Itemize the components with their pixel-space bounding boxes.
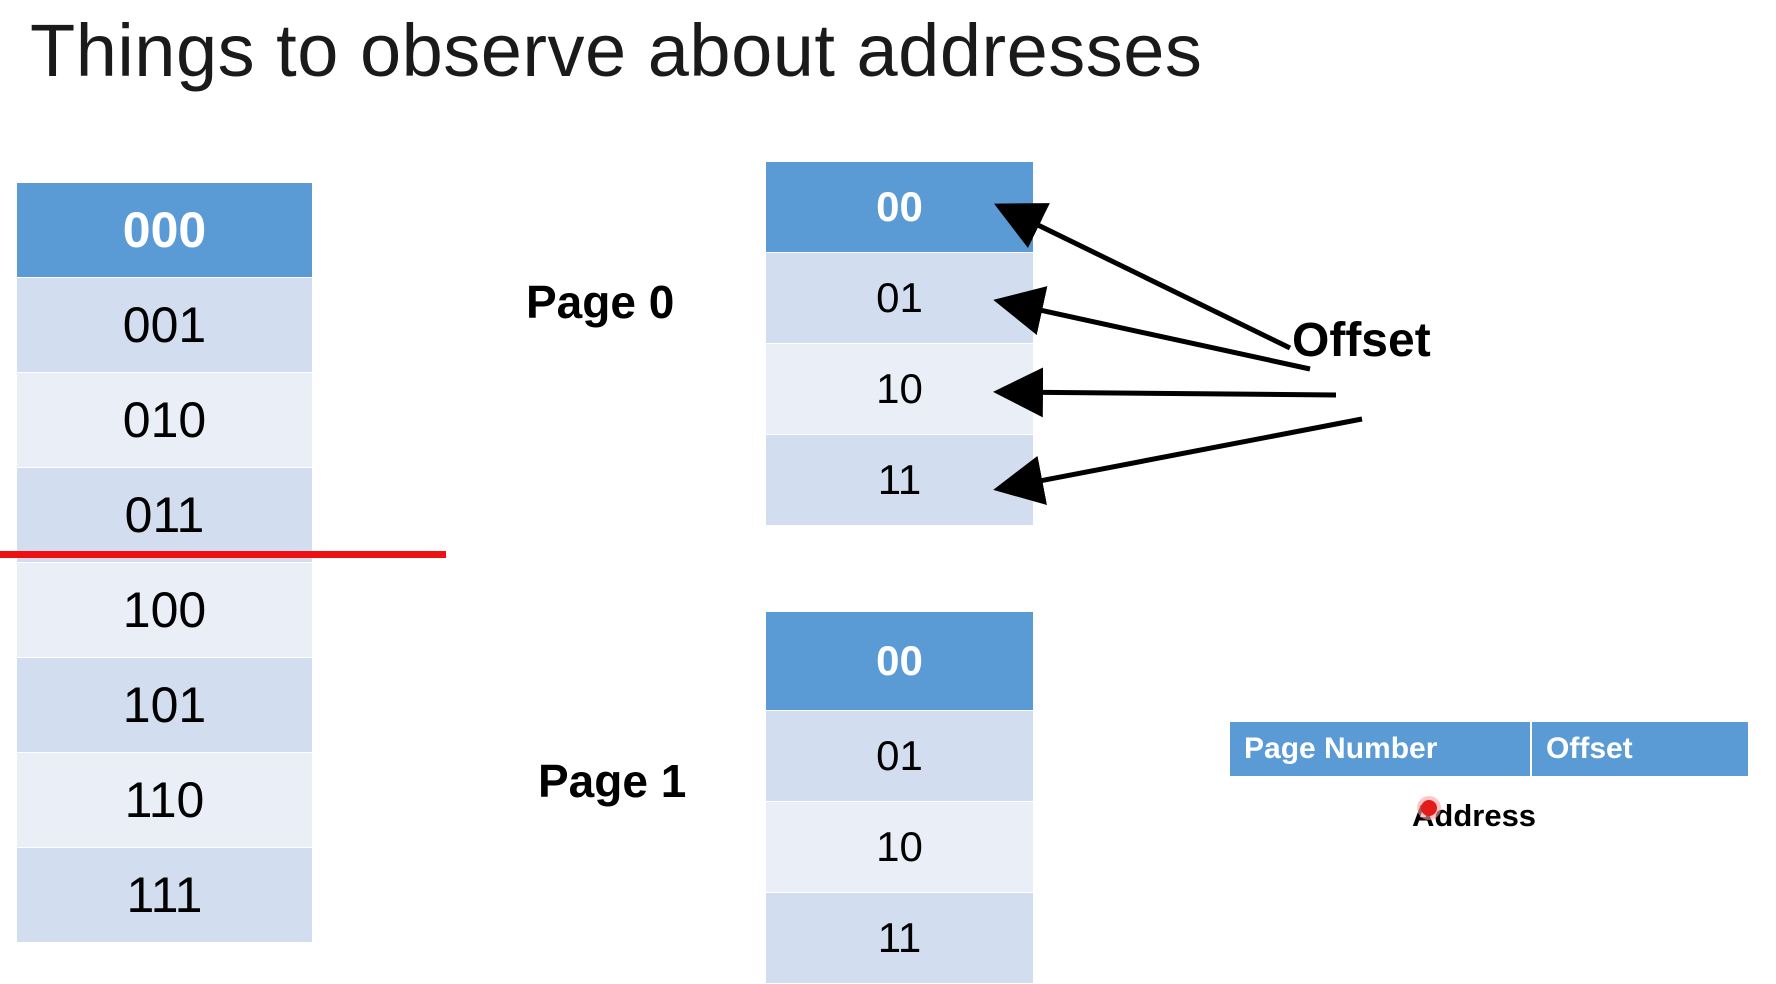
page1-table-header: 00 bbox=[766, 612, 1033, 710]
page0-label: Page 0 bbox=[526, 276, 675, 328]
offset-arrow-11 bbox=[993, 416, 1363, 506]
page0-table: 00 01 10 11 bbox=[766, 162, 1033, 526]
page1-row: 01 bbox=[766, 711, 1033, 801]
address-row: 111 bbox=[17, 848, 312, 942]
page0-table-header: 00 bbox=[766, 162, 1033, 252]
offset-arrow-01 bbox=[993, 286, 1311, 372]
address-row: 110 bbox=[17, 753, 312, 847]
address-row: 001 bbox=[17, 278, 312, 372]
page0-row: 11 bbox=[766, 435, 1033, 525]
address-row: 010 bbox=[17, 373, 312, 467]
slide-title: Things to observe about addresses bbox=[30, 9, 1203, 92]
page0-row: 10 bbox=[766, 344, 1033, 434]
page1-row: 11 bbox=[766, 893, 1033, 983]
page0-row: 01 bbox=[766, 253, 1033, 343]
address-format-bar: Page Number Offset bbox=[1230, 722, 1748, 776]
page1-label: Page 1 bbox=[538, 755, 687, 807]
address-row: 101 bbox=[17, 658, 312, 752]
address-table-header: 000 bbox=[17, 183, 312, 277]
page1-table: 00 01 10 11 bbox=[766, 612, 1033, 984]
offset-arrow-00 bbox=[994, 203, 1292, 351]
page-boundary-line bbox=[0, 551, 446, 558]
address-table: 000 001 010 011 100 101 110 111 bbox=[17, 183, 312, 943]
offset-annotation-label: Offset bbox=[1292, 314, 1431, 367]
offset-field: Offset bbox=[1532, 722, 1748, 776]
offset-arrow-10 bbox=[993, 367, 1337, 418]
page1-row: 10 bbox=[766, 802, 1033, 892]
page-number-field: Page Number bbox=[1230, 722, 1532, 776]
laser-pointer-icon bbox=[1421, 800, 1437, 816]
address-row: 100 bbox=[17, 563, 312, 657]
address-row: 011 bbox=[17, 468, 312, 562]
